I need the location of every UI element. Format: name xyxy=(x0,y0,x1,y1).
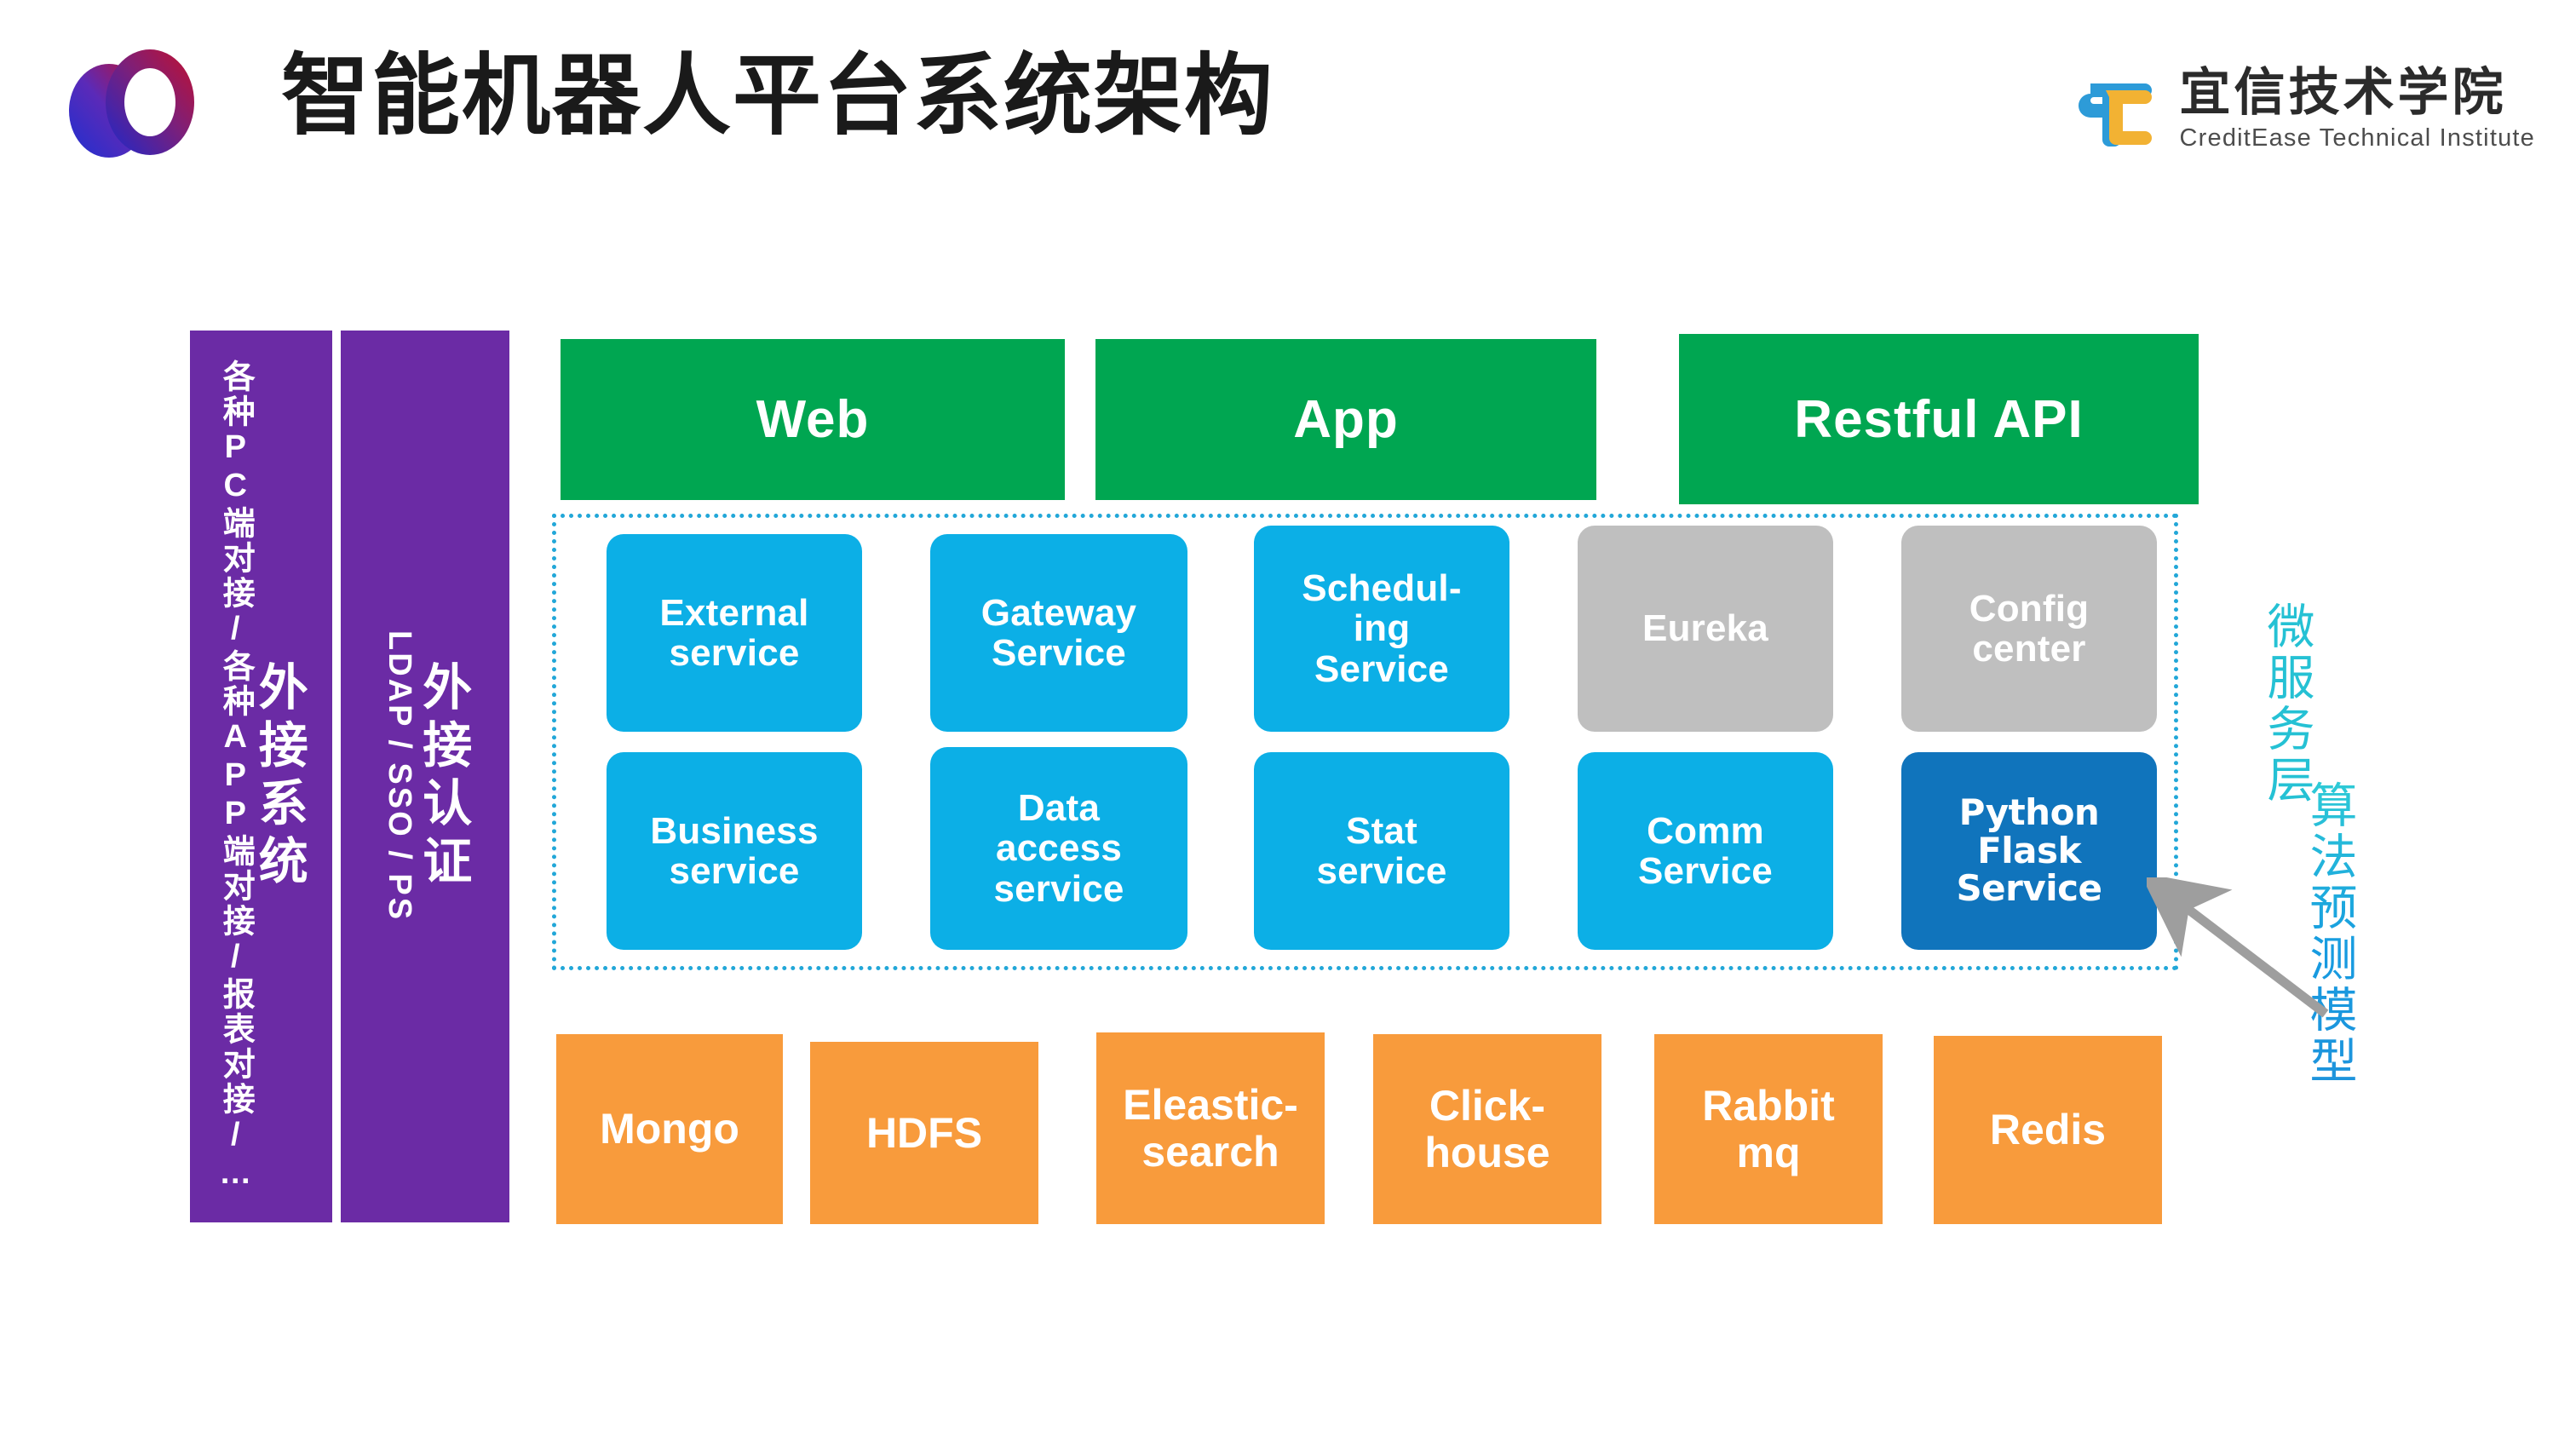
tc-monogram-icon xyxy=(2079,83,2153,147)
storage-redis[interactable]: Redis xyxy=(1934,1036,2162,1224)
external-system-bar[interactable]: 外接系统 各种PC端对接/各种APP端对接/报表对接/… xyxy=(190,331,332,1222)
service-eureka[interactable]: Eureka xyxy=(1578,526,1833,732)
company-name-block: 宜信技术学院 CreditEase Technical Institute xyxy=(2179,65,2535,153)
storage-elasticsearch[interactable]: Eleastic-search xyxy=(1096,1032,1325,1224)
storage-hdfs[interactable]: HDFS xyxy=(810,1042,1038,1224)
external-auth-bar[interactable]: 外接认证 LDAP / SSO / PS xyxy=(341,331,509,1222)
storage-mongo[interactable]: Mongo xyxy=(556,1034,783,1224)
up-left-arrow-icon xyxy=(2147,877,2329,1018)
external-auth-subtitle: LDAP / SSO / PS xyxy=(381,630,417,923)
channel-app[interactable]: App xyxy=(1095,339,1596,500)
storage-clickhouse[interactable]: Click-house xyxy=(1373,1034,1601,1224)
side-label-algorithm-model: 算法预测模型 xyxy=(2303,780,2357,1087)
company-logo: 宜信技术学院 CreditEase Technical Institute xyxy=(2072,56,2535,162)
external-system-subtitle: 各种PC端对接/各种APP端对接/报表对接/… xyxy=(217,359,254,1193)
external-auth-title: 外接认证 xyxy=(415,660,471,893)
external-system-title: 外接系统 xyxy=(250,660,307,893)
side-label-microservice-layer: 微服务层 xyxy=(2260,601,2314,806)
page-title: 智能机器人平台系统架构 xyxy=(281,47,1275,146)
channel-restful-api[interactable]: Restful API xyxy=(1679,334,2199,504)
overlapping-circles-logo xyxy=(44,44,230,164)
channel-web[interactable]: Web xyxy=(561,339,1065,500)
page-header: 智能机器人平台系统架构 宜信技术学院 CreditEase Technical … xyxy=(0,0,2576,213)
company-name-cn: 宜信技术学院 xyxy=(2179,64,2507,121)
microservice-layer-container xyxy=(552,514,2178,970)
company-name-en: CreditEase Technical Institute xyxy=(2179,124,2535,152)
